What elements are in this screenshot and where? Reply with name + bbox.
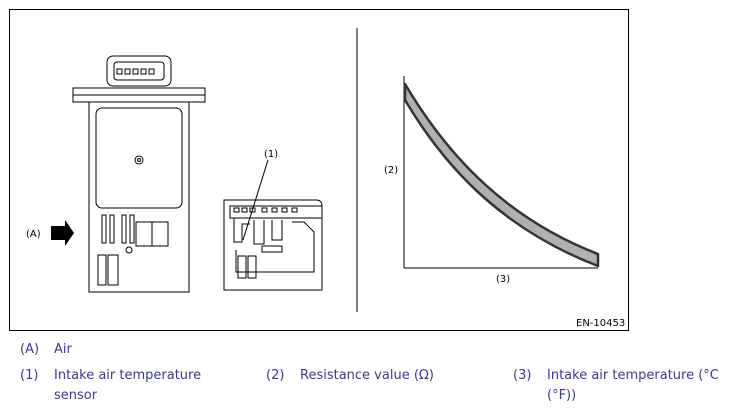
resistance-curve bbox=[403, 82, 600, 268]
label-2: (2) bbox=[384, 165, 398, 176]
legend-key-1: (1) bbox=[20, 368, 39, 383]
legend-item-a: (A) Air bbox=[20, 340, 72, 360]
figure-code: EN-10453 bbox=[576, 318, 625, 329]
legend-item-2: (2) Resistance value (Ω) bbox=[266, 366, 434, 386]
sensor-front-view bbox=[72, 55, 206, 293]
legend-key-a: (A) bbox=[20, 342, 40, 357]
legend-item-3: (3) Intake air temperature (°C (°F)) bbox=[513, 366, 733, 406]
diagram-figure: (A) (1) bbox=[9, 9, 629, 331]
legend-text-3: Intake air temperature (°C (°F)) bbox=[547, 368, 719, 403]
label-1: (1) bbox=[264, 149, 278, 160]
legend-key-2: (2) bbox=[266, 368, 285, 383]
label-3: (3) bbox=[496, 274, 510, 285]
legend-text-2: Resistance value (Ω) bbox=[300, 368, 434, 383]
air-arrow bbox=[51, 220, 74, 246]
diagram-svg: (A) (1) bbox=[26, 28, 625, 329]
leader-line-1 bbox=[242, 159, 269, 241]
sensor-side-view bbox=[223, 199, 323, 291]
legend: (A) Air (1) Intake air temperature senso… bbox=[0, 338, 736, 413]
legend-text-a: Air bbox=[54, 342, 72, 357]
legend-text-1: Intake air temperature sensor bbox=[54, 368, 202, 403]
label-a: (A) bbox=[26, 229, 41, 240]
legend-key-3: (3) bbox=[513, 368, 532, 383]
legend-item-1: (1) Intake air temperature sensor bbox=[20, 366, 229, 406]
resistance-graph bbox=[403, 76, 600, 269]
